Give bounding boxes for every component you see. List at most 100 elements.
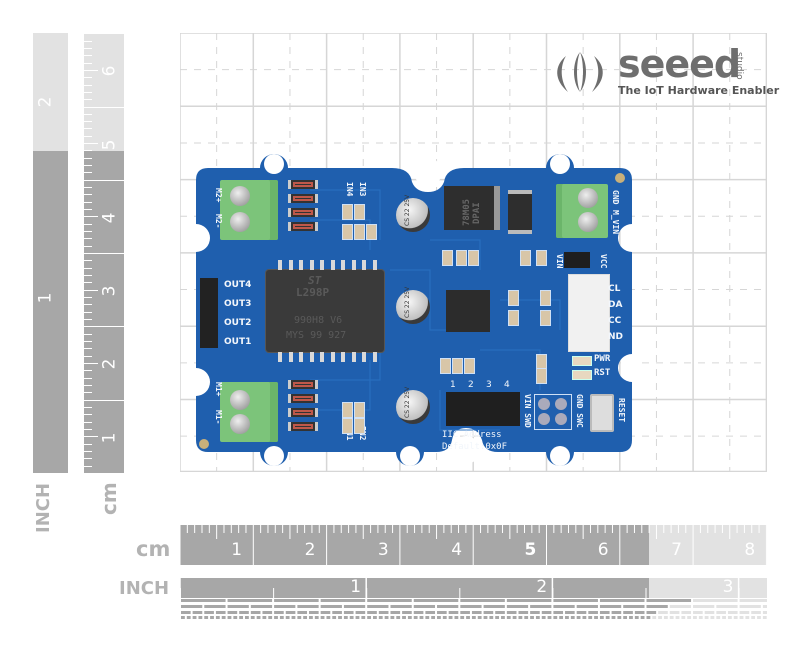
smd-component [442,250,453,266]
inch-tick [68,298,72,300]
inch-subdivision [530,611,540,614]
cm-tick-label: 4 [99,212,120,224]
inch-subdivision [215,616,220,619]
cm-tick [84,311,92,313]
inch-subdivision [646,605,668,608]
inch-subdivision [437,611,447,614]
cm-ruler-ticks [84,33,124,474]
inch-subdivision [611,611,622,614]
inch-tick-label: 2 [536,577,548,597]
inch-subdivision [233,616,238,619]
output-pin-header [200,278,218,348]
regulator-line1: 78M05 [462,198,472,226]
inch-subdivision [716,611,726,614]
grove-i2c-connector[interactable] [568,274,610,352]
inch-subdivision [745,616,750,619]
power-select-jumper[interactable] [564,252,590,268]
grove-pin-label: CC [608,316,622,326]
inch-subdivision [576,605,598,608]
chip-line3: MYS 99 927 [286,330,347,341]
cm-tick-label: 6 [597,540,609,560]
motor-driver-board: M2+ M2- M1+ M1- GND M_VIN ST L298P 990H8… [180,150,640,470]
inch-subdivision [506,616,511,619]
smd-component [464,358,475,374]
capacitor-label: CS 22 25V [404,386,411,418]
swd-pad [538,413,550,425]
inch-subdivision [192,616,197,619]
inch-subdivision [640,616,645,619]
inch-subdivision [320,611,331,614]
inch-tick [68,449,75,451]
inch-subdivision [367,616,372,619]
inch-subdivision [658,611,668,614]
inch-subdivision [629,616,633,619]
cm-tick-label: 1 [99,432,120,444]
inch-subdivision [681,611,692,614]
inch-subdivision [710,616,715,619]
inch-subdivision [669,616,674,619]
cm-tick [84,473,124,474]
inch-subdivision [274,599,319,602]
address-number: 4 [504,380,510,390]
inch-subdivision [739,605,761,608]
chip-pin [299,352,303,362]
iic-address-caption: IIC Address [442,430,502,440]
inch-subdivision [483,611,494,614]
inch-subdivision [326,616,331,619]
smd-component [520,250,531,266]
inch-subdivision [687,616,692,619]
iic-address-header[interactable] [446,392,520,426]
inch-subdivision [250,605,273,608]
inch-subdivision [349,616,354,619]
chip-pin [330,260,335,270]
inch-subdivision [192,611,203,614]
inch-subdivision [588,611,598,614]
inch-tick [68,263,75,265]
inch-subdivision [722,616,726,619]
inch-subdivision [751,616,756,619]
inch-subdivision [279,616,284,619]
smd-component [366,224,377,240]
pwr-led-label: PWR [594,354,611,364]
screw-icon [578,212,598,232]
cm-tick [84,451,92,452]
cm-tick [84,223,92,225]
inch-subdivision [634,616,639,619]
inch-tick [68,205,72,207]
inch-subdivision [454,616,459,619]
inch-subdivision [704,616,709,619]
inch-subdivision [314,616,319,619]
inch-subdivision [332,616,337,619]
inch-subdivision [309,611,319,614]
inch-tick [68,251,72,253]
chip-pin [299,260,303,270]
inch-subdivision [390,611,401,614]
inch-subdivision [245,616,249,619]
reset-button[interactable] [590,394,614,432]
cm-tick-label: 5 [99,139,120,150]
cm-tick [84,465,92,467]
inch-subdivision [343,616,348,619]
horizontal-inch-label: INCH [119,578,170,599]
electrolytic-capacitor: CS 22 25V [396,386,430,424]
diode [288,194,318,203]
cm-tick [84,260,92,262]
inch-subdivision [297,616,302,619]
logo-sub-brand: studio [734,52,744,80]
inch-tick [68,147,78,149]
inch-subdivision [658,616,662,619]
cm-tick [84,69,98,71]
cm-tick [84,385,92,387]
inch-subdivision [221,616,226,619]
inch-tick [68,123,75,125]
inch-subdivision [204,611,214,614]
chip-model: L298P [296,286,330,299]
cm-tick [84,172,92,174]
inch-subdivision [570,616,575,619]
cm-tick [84,194,92,196]
cm-tick [84,458,92,460]
cm-tick [84,143,98,145]
inch-subdivision [489,616,494,619]
diode [288,408,318,417]
inch-tick [68,240,78,242]
